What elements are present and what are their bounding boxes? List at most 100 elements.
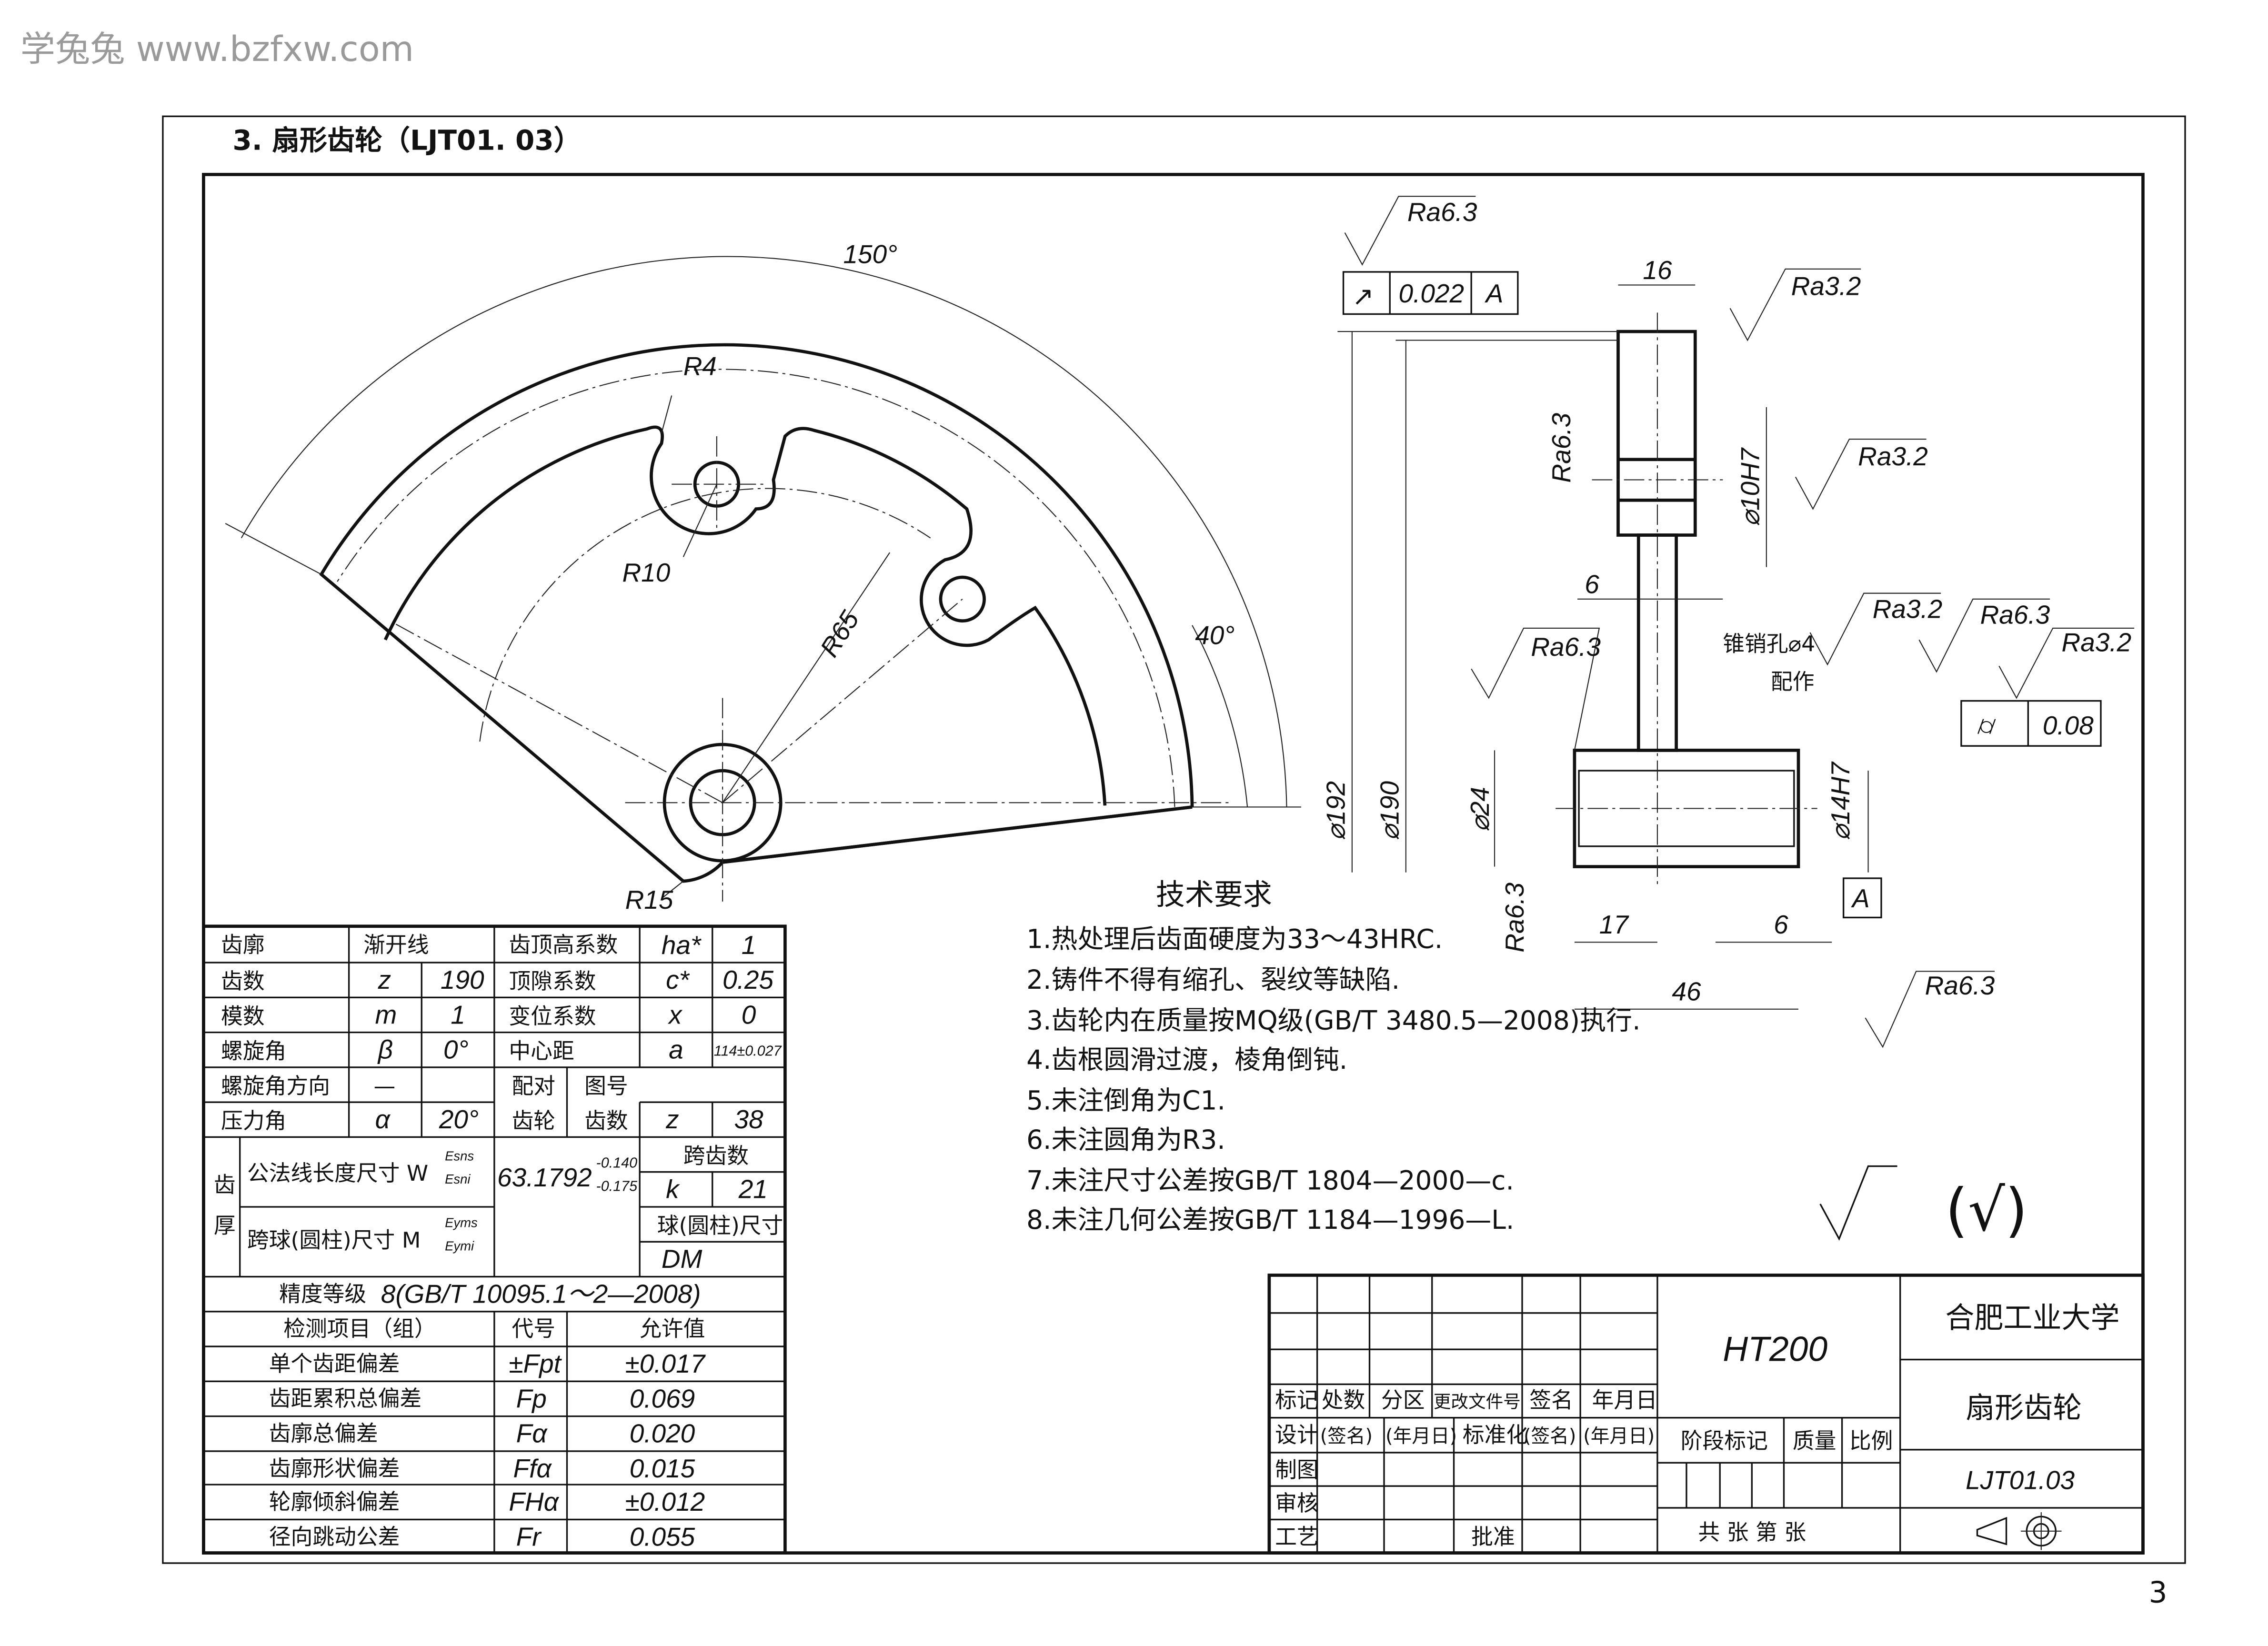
design-row: (签名) [1524, 1425, 1576, 1447]
mating-sym: z [665, 1104, 679, 1134]
w-upper: -0.140 [596, 1155, 638, 1171]
tol-code: ±Fpt [509, 1349, 562, 1378]
tol-code: FHα [509, 1487, 559, 1516]
param-val: 114±0.027 [714, 1043, 782, 1059]
dim-angle-40: 40° [1195, 620, 1234, 650]
tol-value: 0.015 [630, 1454, 695, 1483]
param-val: 0° [443, 1035, 469, 1064]
w-label: 公法线长度尺寸 W [247, 1160, 428, 1186]
roughness-label: Ra3.2 [1791, 271, 1861, 301]
sector-gear-view: 150° 40° R4 R10 R65 R15 [225, 240, 1302, 914]
param-sym: z [378, 965, 391, 994]
tech-item: 3.齿轮内在质量按MQ级(GB/T 3480.5—2008)执行. [1026, 1005, 1640, 1036]
rev-header: 年月日 [1592, 1387, 1657, 1413]
roughness-label: Ra6.3 [1546, 413, 1576, 483]
dim-angle-150: 150° [843, 240, 897, 269]
roughness-label: Ra6.3 [1980, 600, 2050, 630]
tech-item: 2.铸件不得有缩孔、裂纹等缺陷. [1026, 964, 1400, 995]
dm-sym: DM [662, 1244, 702, 1274]
runout-datum: A [1485, 279, 1504, 308]
check-label: 审核 [1275, 1490, 1319, 1516]
roughness-label: Ra3.2 [1858, 442, 1928, 471]
design-row: (年月日) [1385, 1425, 1457, 1447]
roughness-label: Ra6.3 [1500, 883, 1529, 953]
page-heading: 3. 扇形齿轮（LJT01. 03） [232, 124, 581, 156]
table-row: 齿廓形状偏差 Ffα 0.015 [269, 1454, 695, 1483]
param-label: 齿廓 [221, 932, 265, 958]
tol-value: 0.055 [630, 1522, 695, 1551]
param-val: 0 [742, 1000, 756, 1029]
roughness-label: Ra3.2 [2062, 628, 2132, 657]
mating-drawing-no: 图号 [584, 1073, 628, 1099]
k-sym: k [666, 1174, 680, 1204]
m-sub: Eymi [445, 1239, 474, 1254]
design-row: (签名) [1320, 1425, 1373, 1447]
tech-title: 技术要求 [1156, 878, 1272, 912]
outer-frame [162, 115, 2186, 1564]
design-row: (年月日) [1583, 1425, 1655, 1447]
param-label: 齿顶高系数 [509, 932, 618, 958]
ball-label: 球(圆柱)尺寸 [657, 1213, 783, 1238]
dim-r4: R4 [683, 351, 717, 381]
rev-header: 处数 [1322, 1387, 1365, 1413]
precision-value: 8(GB/T 10095.1～2—2008) [381, 1279, 701, 1308]
dim-17: 17 [1599, 910, 1630, 939]
rev-header: 签名 [1529, 1387, 1573, 1413]
roughness-label: Ra6.3 [1407, 197, 1477, 227]
param-sym: a [669, 1035, 683, 1064]
material: HT200 [1723, 1330, 1827, 1369]
tol-item: 齿廓总偏差 [269, 1421, 378, 1446]
tol-code: Fr [516, 1522, 542, 1551]
dim-46: 46 [1672, 976, 1701, 1006]
m-sup: Eyms [445, 1215, 478, 1230]
rev-header: 标记 [1275, 1387, 1319, 1413]
roughness-label: Ra6.3 [1531, 632, 1601, 662]
tol-value: 0.069 [630, 1384, 695, 1413]
dim-6b: 6 [1774, 910, 1788, 939]
title-block: 标记 处数 分区 更改文件号 签名 年月日 设计 (签名) (年月日) 标准化 … [1267, 1274, 2145, 1555]
tol-code: Fα [516, 1419, 548, 1448]
table-row: 齿廓总偏差 Fα 0.020 [269, 1419, 695, 1448]
tech-item: 7.未注尺寸公差按GB/T 1804—2000—c. [1026, 1165, 1514, 1195]
table-row: 轮廓倾斜偏差 FHα ±0.012 [269, 1487, 705, 1516]
param-label: 齿数 [221, 968, 265, 994]
tol-item: 单个齿距偏差 [269, 1351, 400, 1376]
param-label: 顶隙系数 [509, 968, 596, 994]
roughness-label: Ra3.2 [1873, 594, 1943, 624]
tol-item: 齿廓形状偏差 [269, 1455, 400, 1481]
part-name: 扇形齿轮 [1966, 1391, 2082, 1425]
tol-code: Ffα [513, 1454, 552, 1483]
tol-value: 0.020 [630, 1419, 695, 1448]
runout-symbol-icon: ↗ [1352, 281, 1374, 311]
tol-item: 径向跳动公差 [269, 1524, 400, 1549]
roughness-label: Ra6.3 [1925, 971, 1995, 1000]
thickness-label: 齿 [214, 1172, 236, 1197]
datum-a: A [1851, 883, 1870, 913]
general-roughness: (√) [1945, 1176, 2027, 1244]
k-val: 21 [738, 1174, 768, 1204]
stage-label: 阶段标记 [1681, 1428, 1768, 1454]
dim-d192: ⌀192 [1321, 781, 1351, 841]
section-view: ⌀192 ⌀190 ⌀24 ⌀10H7 ⌀14H7 16 6 17 6 46 ↗… [1321, 196, 2135, 1244]
projection-symbol-icon [1976, 1512, 2062, 1550]
design-row: 标准化 [1463, 1422, 1528, 1448]
mating-label: 齿轮 [512, 1108, 556, 1134]
param-label: 螺旋角方向 [221, 1073, 330, 1099]
gear-parameter-table: 齿廓 渐开线 齿顶高系数 ha* 1 齿数 z 190 顶隙系数 c* 0.25… [202, 924, 787, 1555]
mating-val: 38 [734, 1104, 764, 1134]
mating-teeth: 齿数 [584, 1108, 628, 1134]
param-val: 0.25 [723, 965, 773, 994]
param-val: 190 [441, 965, 484, 994]
process-label: 工艺 [1275, 1524, 1319, 1549]
draw-label: 制图 [1275, 1457, 1319, 1483]
sheets-label: 共 张 第 张 [1698, 1519, 1806, 1545]
tol-item: 齿距累积总偏差 [269, 1385, 421, 1411]
table-row: 径向跳动公差 Fr 0.055 [269, 1522, 695, 1551]
dim-d14h7: ⌀14H7 [1826, 761, 1855, 841]
param-label: 中心距 [509, 1038, 574, 1064]
cylindricity-symbol-icon: ⌭ [1977, 710, 1996, 741]
dim-6a: 6 [1585, 570, 1599, 599]
thickness-label: 厚 [214, 1213, 236, 1238]
param-label: 模数 [221, 1003, 265, 1029]
